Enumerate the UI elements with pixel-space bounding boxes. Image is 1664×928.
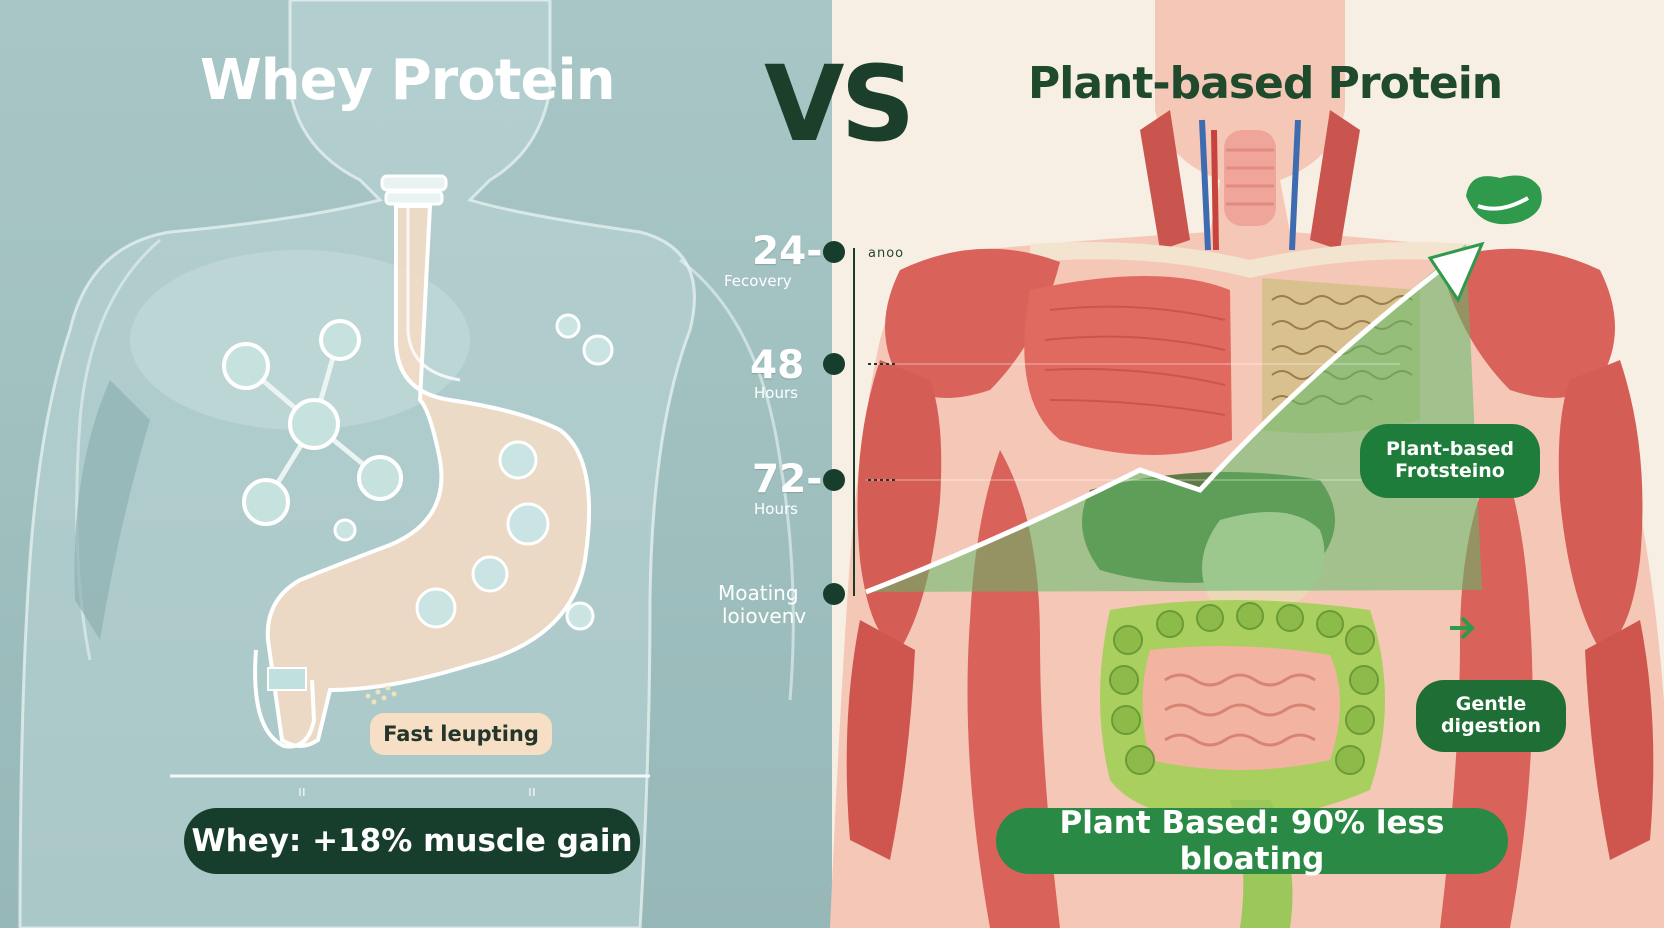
timeline-bottom-label-2: loiovenv [722, 604, 807, 628]
stomach-icon [253, 174, 592, 749]
dots-marker [365, 685, 397, 705]
timeline-axis [823, 241, 1400, 605]
gentle-bubble-line-2: digestion [1440, 715, 1542, 737]
svg-text:ıı: ıı [298, 784, 306, 800]
whey-chest-shadow [130, 250, 470, 430]
whey-stat-pill: Whey: +18% muscle gain [184, 808, 640, 874]
whey-title: Whey Protein [200, 48, 616, 113]
growth-chart [865, 241, 1485, 595]
timeline-mark-72-sub: Hours [754, 500, 798, 518]
plant-bubble-line-1: Plant-based [1386, 438, 1514, 461]
plant-protein-bubble: Plant-based Frotsteino [1360, 424, 1540, 498]
timeline-mark-24: 24- [752, 229, 823, 274]
timeline-bottom-label-1: Moating [718, 581, 799, 605]
gentle-bubble-line-1: Gentle [1455, 693, 1527, 716]
vs-label: VS [764, 43, 915, 165]
timeline-mark-48-sub: Hours [754, 384, 798, 402]
plant-title: Plant-based Protein [1028, 58, 1503, 109]
timeline-mark-48: 48 [750, 343, 805, 388]
whey-shoulder-right [679, 258, 795, 701]
svg-text:ıı: ıı [528, 784, 536, 800]
growth-arrow-icon [865, 268, 1442, 595]
whey-arm-shadow [74, 380, 150, 640]
molecule-icon [222, 319, 403, 526]
arrow-right-icon [1450, 616, 1475, 640]
bean-leaf-icon [1466, 175, 1542, 225]
timeline-mark-72: 72- [752, 457, 823, 502]
protein-bubbles [333, 313, 614, 631]
gentle-digestion-bubble: Gentle digestion [1416, 680, 1566, 752]
fast-tag: Fast leupting [370, 713, 552, 755]
timeline-mark-24-sub: Fecovery [724, 272, 792, 290]
timeline-mark-24-tiny: ano​o [868, 246, 905, 261]
plant-bubble-line-2: Frotsteino [1395, 460, 1505, 482]
plant-stat-pill: Plant Based: 90% less bloating [996, 805, 1508, 877]
